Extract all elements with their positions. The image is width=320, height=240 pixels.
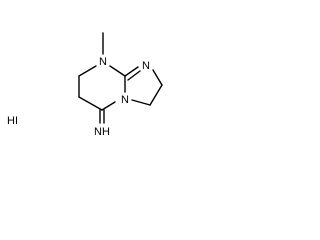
bond-c8a-n-a bbox=[124, 66, 139, 77]
atom-label-n-methyl: N bbox=[99, 56, 107, 68]
bond-n1-c7 bbox=[78, 65, 97, 77]
salt-label-hi: HI bbox=[7, 115, 18, 127]
atom-label-n-imine: N bbox=[142, 60, 150, 72]
molecule-structure: N N N NH HI bbox=[7, 32, 163, 137]
bond-c2-c3 bbox=[149, 84, 163, 106]
bond-n-c2 bbox=[152, 69, 163, 86]
bond-c3-n4 bbox=[131, 99, 151, 106]
atom-label-n-bridge: N bbox=[121, 94, 129, 106]
bond-c8a-n-b bbox=[127, 70, 141, 81]
bond-n1-c8a bbox=[109, 65, 126, 77]
bond-c5-n4 bbox=[101, 101, 116, 111]
atom-label-imine-nh: NH bbox=[94, 126, 110, 137]
bond-c6-c5 bbox=[78, 96, 103, 111]
